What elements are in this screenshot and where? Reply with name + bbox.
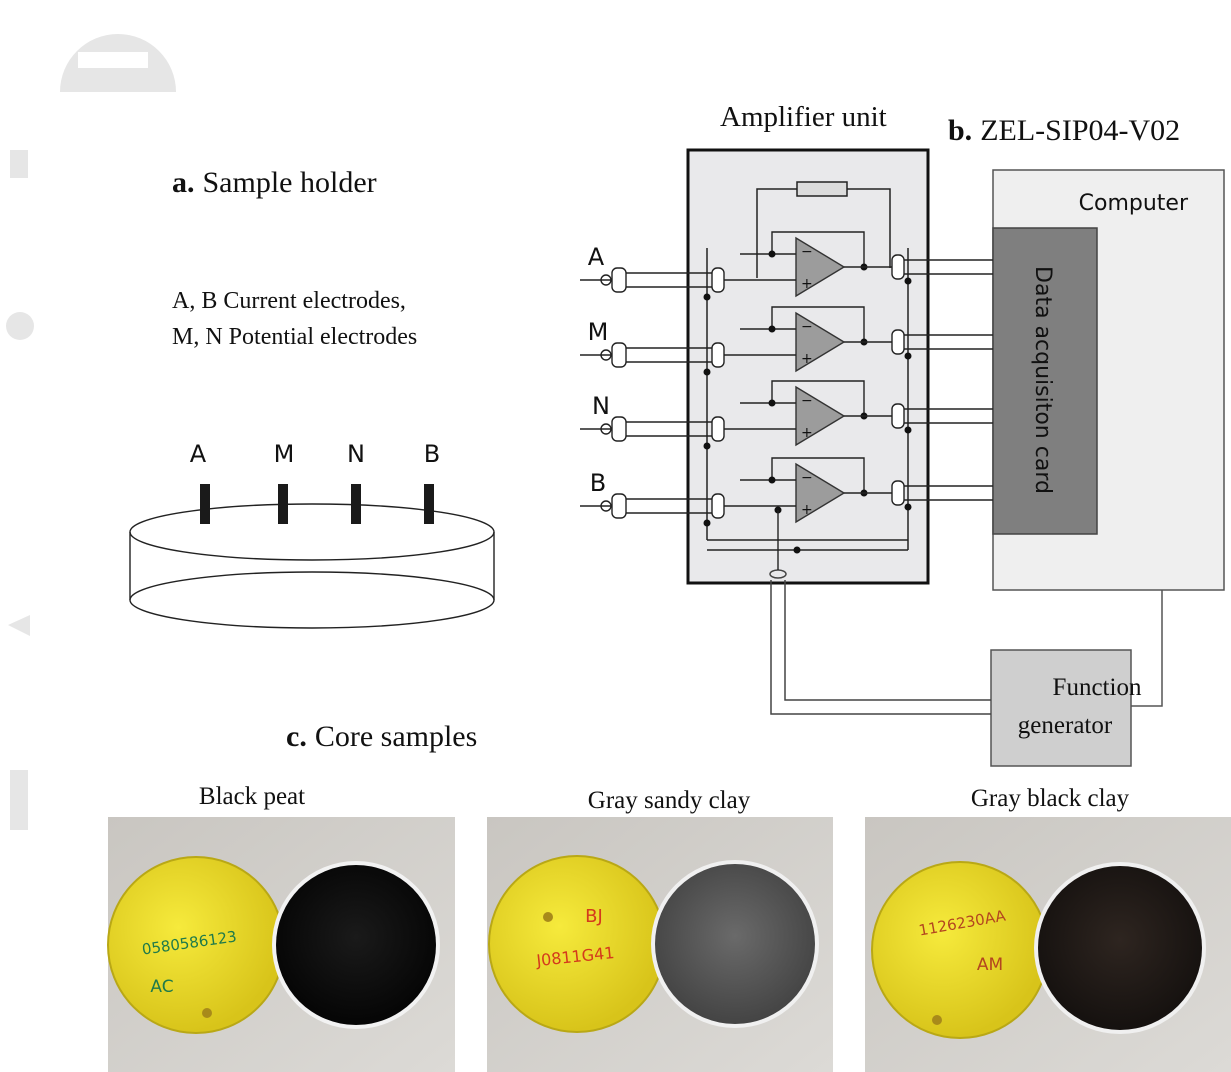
junction-d-1 bbox=[703, 293, 711, 301]
daq-label: Data acquisiton card bbox=[1030, 266, 1055, 494]
amplifier-circuit bbox=[706, 181, 909, 551]
op-amp-minus-3: − bbox=[801, 393, 813, 409]
panel-b: Amplifier unit b.ZEL-SIP04-V02 Computer … bbox=[580, 101, 1225, 767]
panel-c-title: c.Core samples bbox=[286, 720, 477, 753]
out-jack-1 bbox=[891, 254, 905, 280]
panel-b-title: b.ZEL-SIP04-V02 bbox=[948, 114, 1180, 147]
op-amp-plus-2: + bbox=[801, 351, 813, 367]
sample-photo-gray-black-clay: 1126230AA AM bbox=[865, 817, 1231, 1072]
amp-jack-3 bbox=[711, 416, 725, 442]
op-amp-plus-1: + bbox=[801, 276, 813, 292]
input-connector-2 bbox=[600, 349, 612, 361]
op-amp-3 bbox=[795, 385, 846, 447]
junction-a-2 bbox=[768, 325, 776, 333]
data-acquisition-card bbox=[992, 227, 1098, 535]
input-jack-1 bbox=[611, 267, 627, 293]
cap-text-1b: AC bbox=[150, 977, 173, 997]
junction-d-4 bbox=[703, 519, 711, 527]
junction-a-3 bbox=[768, 399, 776, 407]
out-jack-4 bbox=[891, 480, 905, 506]
amp-loop-wire-4 bbox=[771, 457, 865, 493]
op-amp-plus-4: + bbox=[801, 502, 813, 518]
input-jack-4 bbox=[611, 493, 627, 519]
junction-c-4 bbox=[904, 503, 912, 511]
sample-photo-gray-sandy-clay: BJ J0811G41 bbox=[487, 817, 833, 1072]
junction-a-4 bbox=[768, 476, 776, 484]
op-amp-1 bbox=[795, 236, 846, 298]
amp-jack-1 bbox=[711, 267, 725, 293]
junction-c-2 bbox=[904, 352, 912, 360]
junction-c-3 bbox=[904, 426, 912, 434]
electrode-label-m: M bbox=[274, 440, 295, 468]
cap-text-3b: AM bbox=[977, 955, 1003, 975]
computer-label: Computer bbox=[1079, 191, 1189, 216]
op-amp-minus-1: − bbox=[801, 244, 813, 260]
junction-d-2 bbox=[703, 368, 711, 376]
panel-a: a.Sample holder A, B Current electrodes,… bbox=[129, 166, 495, 629]
bus-junction bbox=[793, 546, 801, 554]
amp-loop-wire-1 bbox=[771, 231, 865, 267]
junction-c-1 bbox=[904, 277, 912, 285]
watermark bbox=[6, 34, 176, 830]
electrode-bars bbox=[200, 484, 434, 524]
input-jack-2 bbox=[611, 342, 627, 368]
op-amp-2 bbox=[795, 311, 846, 373]
function-generator-box bbox=[990, 649, 1132, 767]
input-connector-4 bbox=[600, 500, 612, 512]
panel-a-legend-line1: A, B Current electrodes, bbox=[172, 288, 406, 314]
sample-holder-cylinder bbox=[129, 503, 495, 629]
panel-c: c.Core samples Black peat Gray sandy cla… bbox=[107, 720, 1231, 1072]
sample-photo-black-peat: 0580586123 AC bbox=[107, 817, 455, 1072]
sample-name-1: Black peat bbox=[199, 783, 305, 810]
out-jack-2 bbox=[891, 329, 905, 355]
out-jack-3 bbox=[891, 403, 905, 429]
op-amp-plus-3: + bbox=[801, 425, 813, 441]
sample-name-3: Gray black clay bbox=[971, 785, 1130, 812]
computer-to-generator-wire bbox=[1131, 590, 1163, 707]
function-generator-line1: Function bbox=[1053, 674, 1142, 701]
electrode-label-a: A bbox=[190, 440, 207, 468]
input-connector-1 bbox=[600, 274, 612, 286]
channel-label-a: A bbox=[588, 243, 605, 271]
amp-loop-wire-3 bbox=[771, 380, 865, 416]
function-generator-line2: generator bbox=[1018, 712, 1113, 739]
op-amp-minus-4: − bbox=[801, 470, 813, 486]
channel-label-b: B bbox=[590, 469, 606, 497]
electrode-label-n: N bbox=[347, 440, 365, 468]
channel-label-n: N bbox=[592, 392, 610, 420]
cap-text-2a: BJ bbox=[585, 906, 603, 927]
amplifier-channels: − + − + − + − + bbox=[580, 231, 993, 570]
junction-a-1 bbox=[768, 250, 776, 258]
junction-d-3 bbox=[703, 442, 711, 450]
generator-to-amplifier-cable bbox=[769, 569, 991, 715]
electrode-label-b: B bbox=[424, 440, 440, 468]
amp-jack-4 bbox=[711, 493, 725, 519]
amp-jack-2 bbox=[711, 342, 725, 368]
input-connector-3 bbox=[600, 423, 612, 435]
panel-a-legend-line2: M, N Potential electrodes bbox=[172, 324, 417, 350]
amplifier-unit-label: Amplifier unit bbox=[720, 101, 887, 133]
input-jack-3 bbox=[611, 416, 627, 442]
sample-name-2: Gray sandy clay bbox=[588, 787, 751, 814]
channel-label-m: M bbox=[588, 318, 609, 346]
amp-loop-wire-2 bbox=[771, 306, 865, 342]
op-amp-4 bbox=[795, 462, 846, 524]
op-amp-minus-2: − bbox=[801, 319, 813, 335]
panel-a-title: a.Sample holder bbox=[172, 166, 377, 199]
